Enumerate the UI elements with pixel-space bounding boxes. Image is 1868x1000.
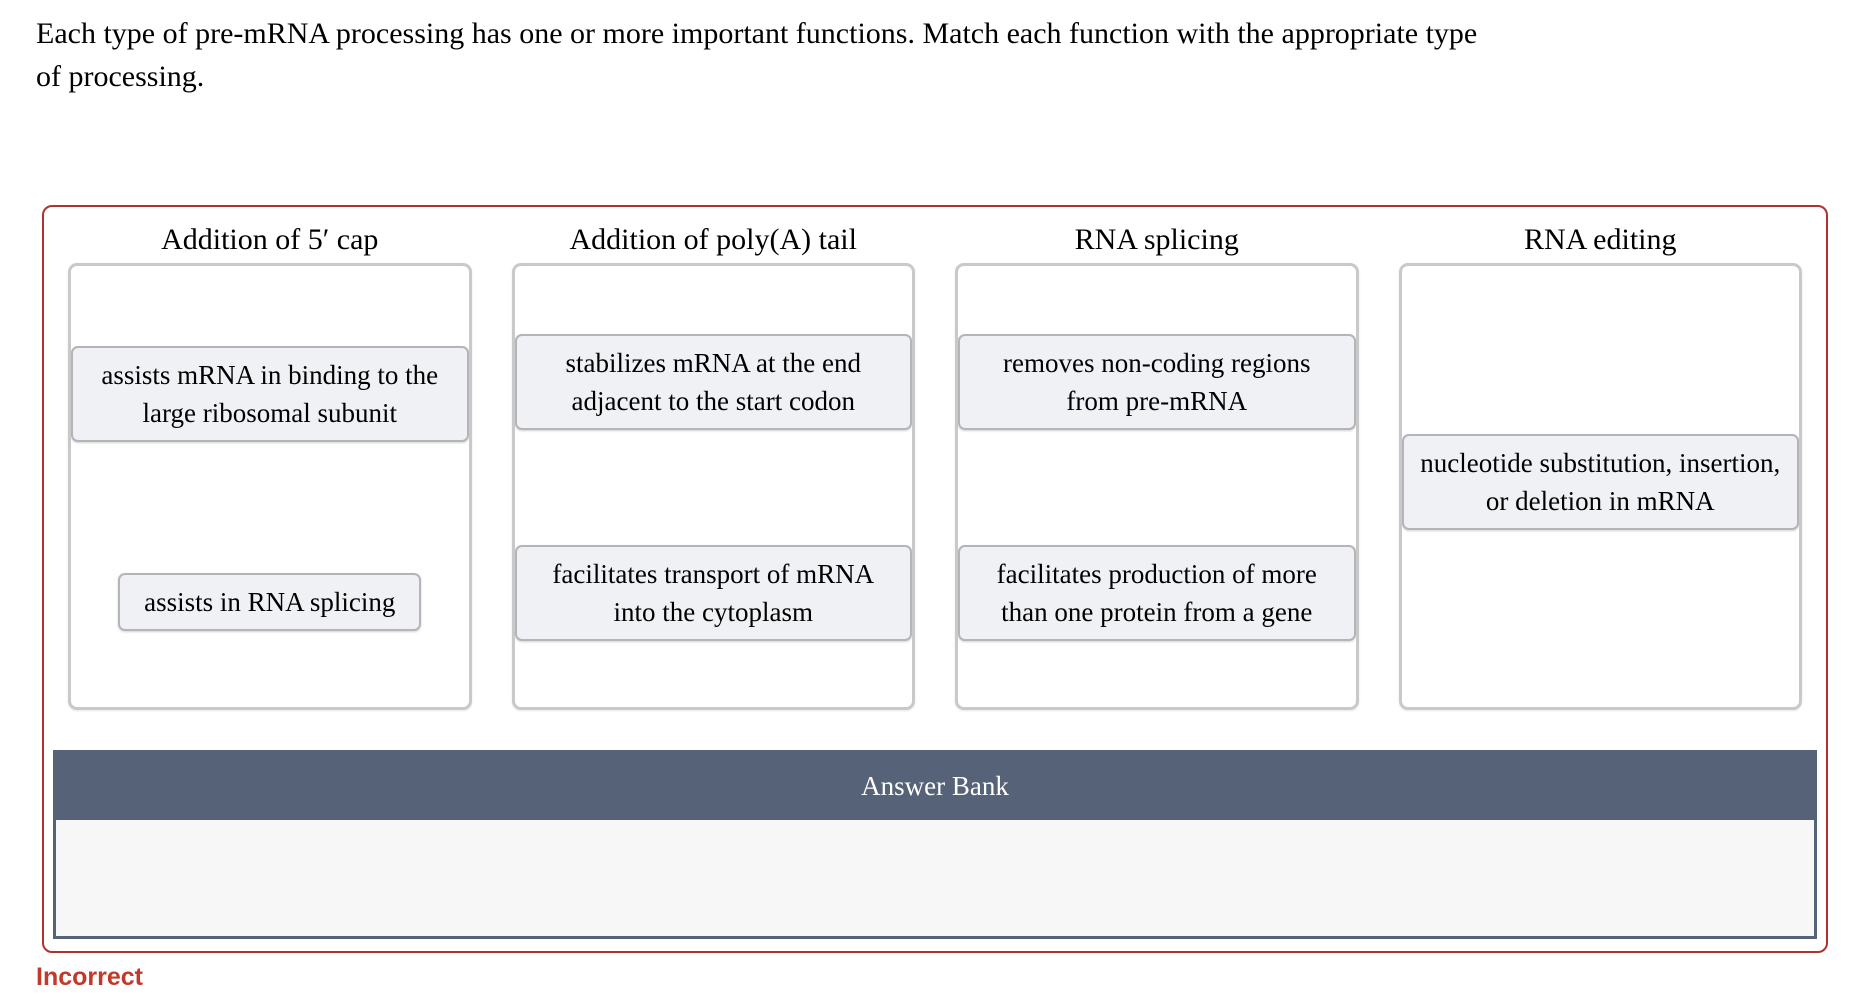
answer-token[interactable]: facilitates production of more than one … [958, 545, 1356, 641]
answer-token[interactable]: assists in RNA splicing [118, 573, 422, 631]
answer-bank-body[interactable] [56, 820, 1814, 936]
answer-token[interactable]: assists mRNA in binding to the large rib… [71, 346, 469, 442]
column-addition-polya-tail: Addition of poly(A) tail stabilizes mRNA… [511, 217, 915, 710]
answer-token[interactable]: stabilizes mRNA at the end adjacent to t… [514, 334, 912, 430]
column-rna-splicing: RNA splicing removes non-coding regions … [955, 217, 1359, 710]
matching-panel: Addition of 5′ cap assists mRNA in bindi… [42, 205, 1828, 953]
answer-token[interactable]: facilitates transport of mRNA into the c… [514, 545, 912, 641]
answer-token[interactable]: removes non-coding regions from pre-mRNA [958, 334, 1356, 430]
column-header-addition-5-cap: Addition of 5′ cap [161, 223, 379, 256]
dropzone-addition-5-cap[interactable]: assists mRNA in binding to the large rib… [68, 263, 472, 710]
feedback-incorrect-label: Incorrect [36, 963, 143, 991]
target-columns: Addition of 5′ cap assists mRNA in bindi… [68, 217, 1802, 710]
column-header-rna-editing: RNA editing [1523, 223, 1677, 256]
answer-bank-header: Answer Bank [56, 753, 1814, 820]
question-instruction: Each type of pre-mRNA processing has one… [36, 17, 1478, 93]
column-rna-editing: RNA editing nucleotide substitution, ins… [1398, 217, 1802, 710]
column-header-rna-splicing: RNA splicing [1074, 223, 1239, 256]
dropzone-addition-polya-tail[interactable]: stabilizes mRNA at the end adjacent to t… [511, 263, 915, 710]
answer-token[interactable]: nucleotide substitution, insertion, or d… [1401, 434, 1799, 530]
dropzone-rna-editing[interactable]: nucleotide substitution, insertion, or d… [1398, 263, 1802, 710]
column-addition-5-cap: Addition of 5′ cap assists mRNA in bindi… [68, 217, 472, 710]
answer-bank: Answer Bank [53, 750, 1817, 939]
dropzone-rna-splicing[interactable]: removes non-coding regions from pre-mRNA… [955, 263, 1359, 710]
column-header-addition-polya-tail: Addition of poly(A) tail [569, 223, 857, 256]
